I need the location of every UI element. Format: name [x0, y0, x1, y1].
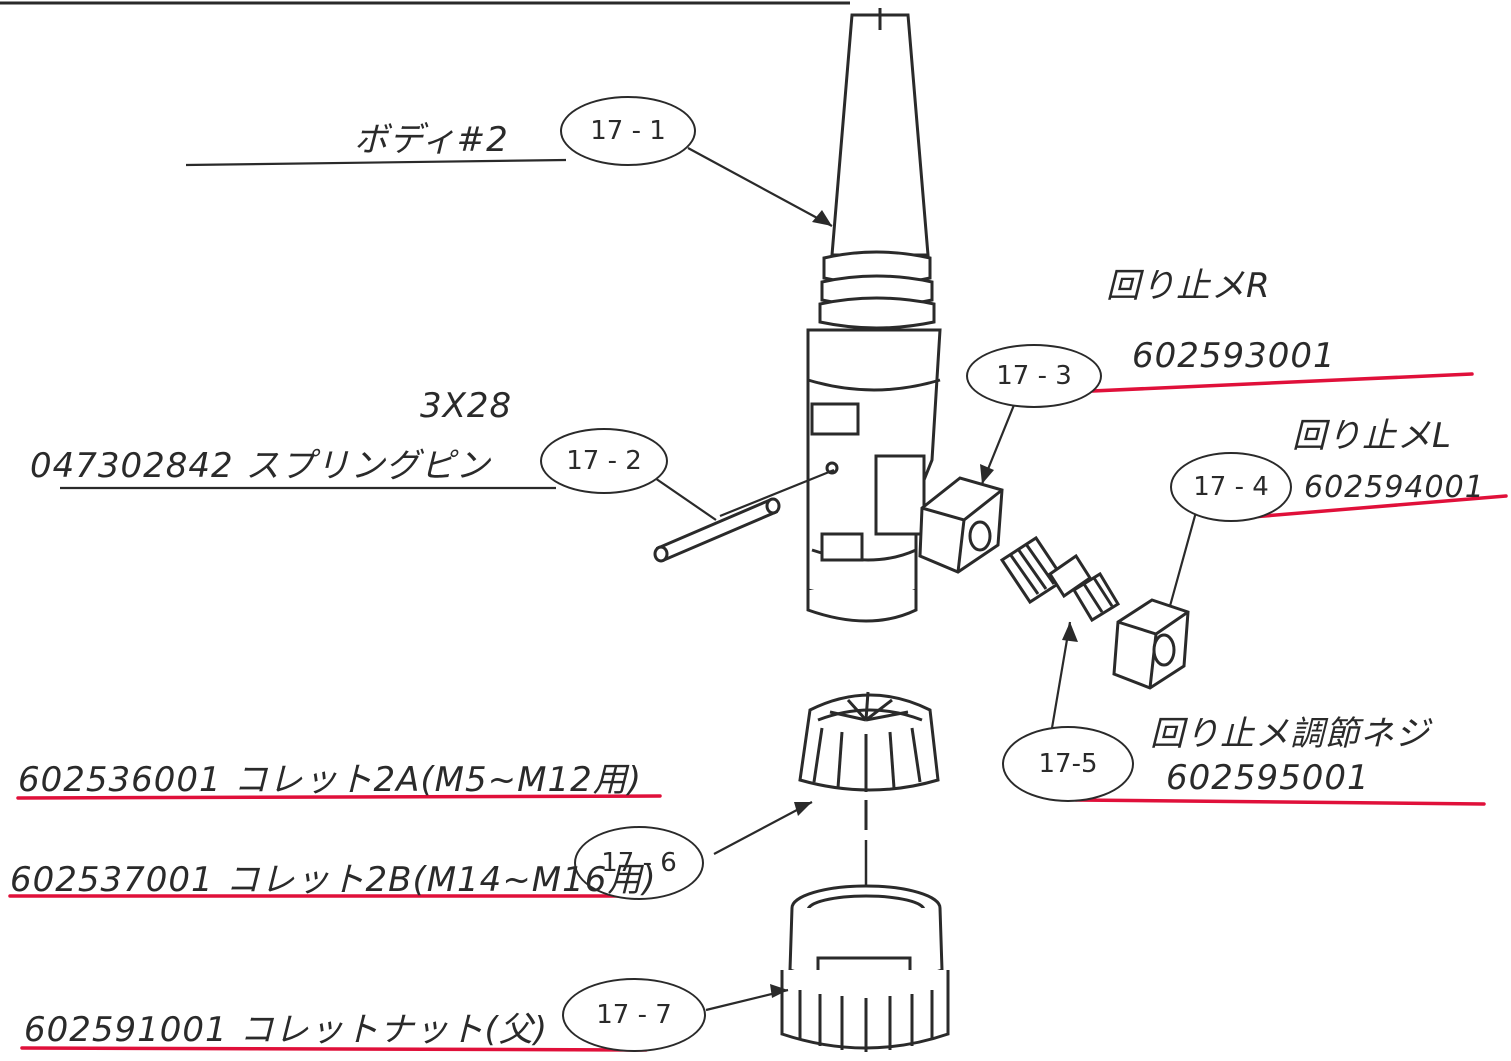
- collet-nut-label: 602591001 コレットナット(父): [24, 1010, 549, 1050]
- stopper-l-code-label: 602594001: [1304, 470, 1485, 505]
- callout-17-6: 17 - 6: [574, 826, 704, 900]
- stopper-r-part: [918, 476, 1004, 574]
- callout-17-1: 17 - 1: [560, 96, 696, 166]
- adjust-screw-part: [999, 535, 1121, 623]
- adjust-screw-code-label: 602595001: [1166, 758, 1370, 798]
- callout-17-4: 17 - 4: [1170, 452, 1292, 522]
- stopper-l-part: [1112, 598, 1190, 690]
- adjust-screw-name-label: 回り止メ調節ネジ: [1150, 714, 1430, 754]
- callout-17-7: 17 - 7: [562, 978, 706, 1052]
- stopper-r-code-label: 602593001: [1132, 336, 1336, 376]
- spring-pin-size-label: 3X28: [420, 386, 513, 426]
- stopper-r-name-label: 回り止メR: [1106, 266, 1271, 306]
- collet-part: [798, 691, 940, 830]
- collet-nut-part: [780, 884, 950, 1052]
- stopper-l-name-label: 回り止メL: [1292, 416, 1452, 456]
- collet-2b-label: 602537001 コレット2B(M14~M16用): [10, 860, 657, 900]
- spring-pin-part: [653, 497, 781, 563]
- collet-2a-label: 602536001 コレット2A(M5~M12用): [18, 760, 642, 800]
- callout-17-5: 17-5: [1002, 726, 1134, 802]
- callout-17-2: 17 - 2: [540, 428, 668, 494]
- callout-17-3: 17 - 3: [966, 344, 1102, 408]
- body-part: [806, 8, 942, 623]
- body-name-label: ボディ#2: [354, 120, 509, 160]
- spring-pin-label: 047302842 スプリングピン: [30, 446, 491, 486]
